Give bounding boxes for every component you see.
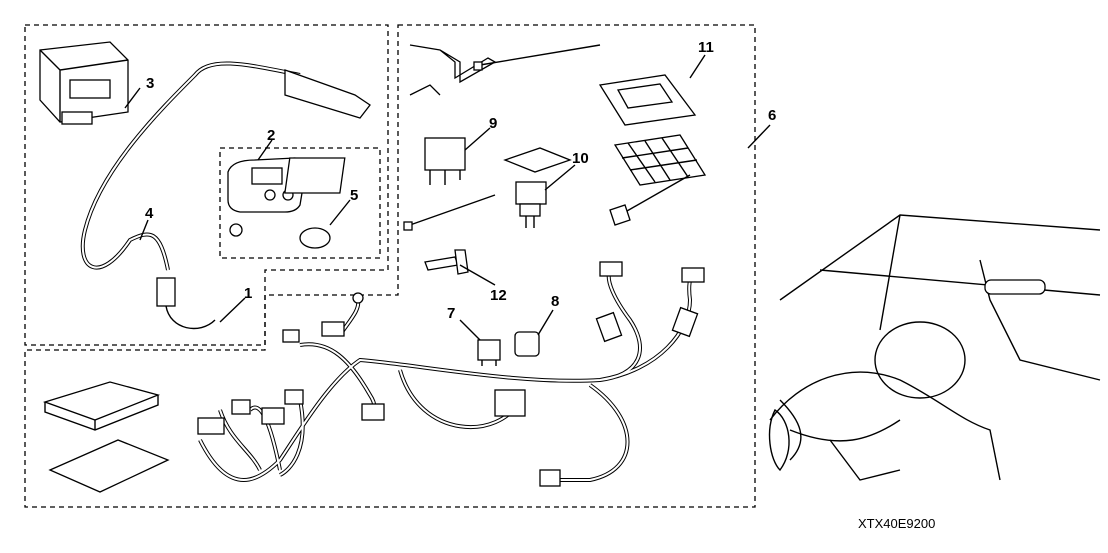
- callout-5: 5: [350, 187, 358, 204]
- antenna-cable: [80, 61, 371, 330]
- push-clip-tie: [609, 174, 691, 226]
- callout-9: 9: [489, 115, 497, 132]
- wire-harness: [197, 261, 705, 487]
- cable-tie-1: [473, 44, 601, 71]
- callout-8: 8: [551, 293, 559, 310]
- leader-lines: [124, 54, 771, 341]
- label-sheet: [598, 74, 697, 126]
- vehicle-install-view: [768, 214, 1101, 481]
- owner-manuals: [42, 381, 170, 493]
- kit-box-1: [24, 24, 389, 346]
- callout-1: 1: [244, 285, 252, 302]
- cable-tie-2: [403, 194, 496, 231]
- fuse: [477, 339, 501, 366]
- remote-transmitter: [227, 157, 346, 237]
- relay: [424, 137, 466, 185]
- control-unit: [39, 41, 129, 125]
- callout-10: 10: [572, 150, 589, 167]
- bolt: [424, 249, 469, 275]
- figure-code: XTX40E9200: [858, 516, 935, 531]
- battery: [299, 227, 331, 249]
- callout-11: 11: [698, 39, 714, 56]
- callout-3: 3: [146, 75, 154, 92]
- connector-8: [514, 331, 540, 357]
- callout-4: 4: [145, 205, 154, 222]
- callout-2: 2: [267, 127, 275, 144]
- grid-sheet: [613, 134, 707, 186]
- callout-7: 7: [447, 305, 455, 322]
- kit-box-2: [219, 147, 381, 259]
- callout-6: 6: [768, 107, 776, 124]
- callout-12: 12: [490, 287, 507, 304]
- foam-pad: [503, 147, 572, 173]
- switch: [515, 181, 547, 228]
